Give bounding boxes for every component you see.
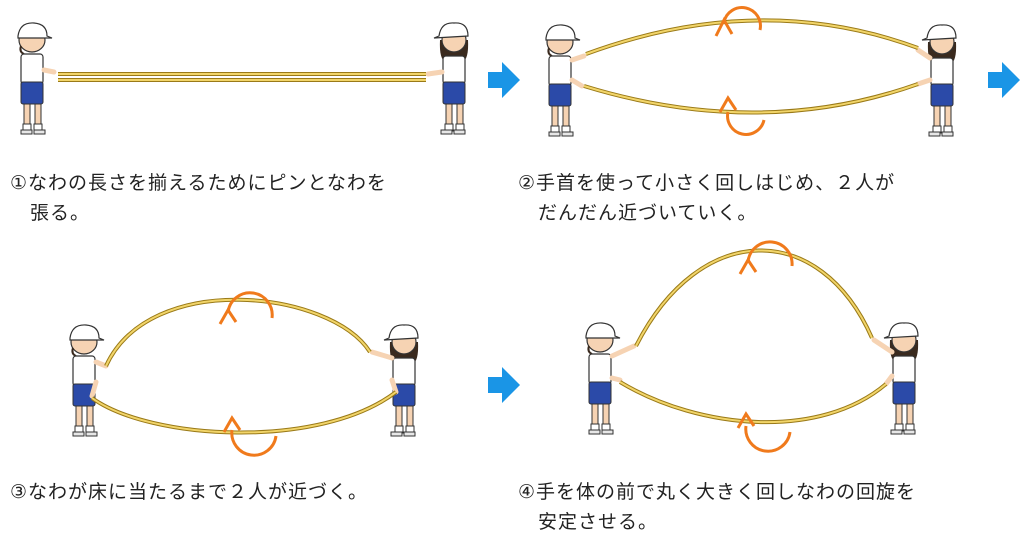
- step4-illustration: [585, 240, 919, 453]
- step2-illustration: [545, 6, 957, 137]
- step3-caption: ③なわが床に当たるまで２人が近づく。: [10, 481, 369, 503]
- rotation-arrow-icon: [718, 95, 766, 136]
- rope: [90, 297, 398, 435]
- step1-illustration: [17, 21, 469, 135]
- rotation-arrow-icon: [736, 411, 792, 453]
- rope: [583, 18, 919, 115]
- rotation-arrow-icon: [218, 291, 274, 325]
- next-step-arrow-icon: [988, 62, 1020, 98]
- step3-illustration: [69, 291, 419, 457]
- rotation-arrow-icon: [222, 415, 278, 457]
- step1-caption: ①なわの長さを揃えるためにピンとなわを 張る。: [10, 172, 387, 224]
- next-step-arrow-icon: [488, 367, 520, 403]
- rotation-arrow-icon: [738, 240, 794, 275]
- child-figure-icon: [17, 21, 53, 135]
- rope: [618, 248, 888, 425]
- next-step-arrow-icon: [488, 62, 520, 98]
- step2-caption: ②手首を使って小さく回しはじめ、２人が だんだん近づいていく。: [518, 172, 896, 224]
- child-figure-icon: [433, 22, 469, 135]
- step4-caption: ④手を体の前で丸く大きく回しなわの回旋を 安定させる。: [518, 481, 917, 533]
- child-figure-icon: [69, 323, 105, 437]
- rotation-arrow-icon: [714, 6, 762, 37]
- rope: [58, 72, 426, 82]
- child-figure-icon: [383, 324, 419, 437]
